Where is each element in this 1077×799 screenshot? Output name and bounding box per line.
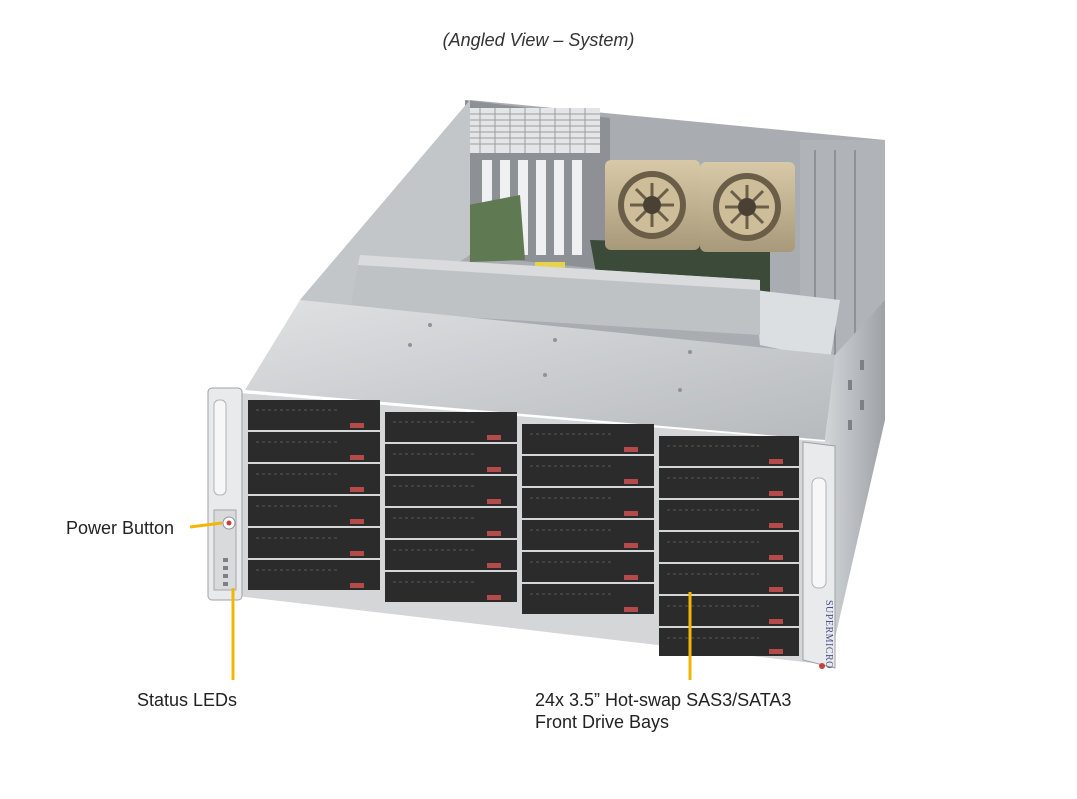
image-caption: (Angled View – System) (442, 30, 635, 50)
rack-handle-right (802, 441, 836, 669)
power-button (222, 516, 236, 530)
status-leds (223, 558, 228, 586)
svg-text:SUPERMICRO: SUPERMICRO (823, 600, 834, 669)
power-button-label: Power Button (66, 518, 175, 538)
drive-bay-column-1 (248, 400, 380, 590)
drive-bay-column-2 (385, 412, 517, 602)
drive-bay-column-4 (659, 436, 799, 656)
rear-vent-mesh (470, 108, 600, 153)
expansion-slots (468, 160, 582, 270)
drive-bays-label: 24x 3.5” Hot-swap SAS3/SATA3 Front Drive… (535, 689, 791, 733)
cooling-fan-right (700, 162, 795, 252)
callout-lines (189, 521, 692, 680)
chassis-lid (245, 300, 835, 440)
status-leds-label: Status LEDs (137, 690, 238, 710)
drive-bays-label-line-1: 24x 3.5” Hot-swap SAS3/SATA3 (535, 690, 792, 710)
supermicro-logo: SUPERMICRO (819, 600, 834, 669)
rack-handle-left (207, 387, 243, 601)
drive-bay-column-3 (522, 424, 654, 614)
drive-bays (248, 400, 799, 656)
drive-bays-label-line-2: Front Drive Bays (535, 712, 670, 732)
cooling-fan-left (605, 160, 700, 250)
power-button-callout-line (189, 521, 223, 529)
chassis-side-panel (825, 300, 885, 660)
